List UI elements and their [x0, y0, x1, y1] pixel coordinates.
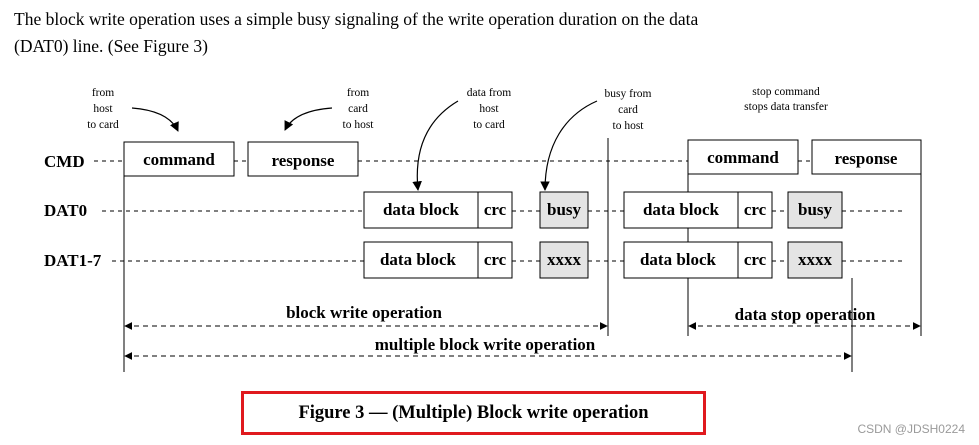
dat1-7-data-block-2: data block [623, 241, 739, 279]
figure-caption: Figure 3 — (Multiple) Block write operat… [298, 402, 649, 423]
intro-line-2: (DAT0) line. (See Figure 3) [14, 36, 208, 56]
svg-text:stop command: stop command [752, 86, 820, 98]
intro-line-1: The block write operation uses a simple … [14, 9, 699, 29]
note-busy-from-card: busy from card to host [605, 88, 652, 132]
svg-text:crc: crc [744, 200, 767, 219]
svg-text:to card: to card [473, 119, 505, 131]
dat0-crc-1: crc [477, 191, 513, 229]
svg-text:busy: busy [547, 200, 582, 219]
label-multiple-block-write-operation: multiple block write operation [375, 335, 596, 354]
label-data-stop-operation: data stop operation [735, 305, 876, 324]
cmd-response-box: response [247, 141, 359, 177]
note-from-host: from host to card [87, 87, 119, 131]
svg-text:crc: crc [484, 250, 507, 269]
intro-paragraph: The block write operation uses a simple … [14, 6, 969, 60]
dat0-busy-1: busy [539, 191, 589, 229]
svg-text:crc: crc [744, 250, 767, 269]
dat0-data-block-2: data block [623, 191, 739, 229]
dat1-7-crc-2: crc [737, 241, 773, 279]
arrow-busy-from-card [540, 100, 598, 191]
arrow-from-host [131, 107, 179, 132]
signal-label-dat0: DAT0 [44, 201, 87, 220]
dat1-7-xxxx-2: xxxx [787, 241, 843, 279]
figure-caption-box: Figure 3 — (Multiple) Block write operat… [241, 391, 706, 435]
svg-text:from: from [92, 87, 114, 99]
cmd-stop-response-box: response [811, 139, 922, 175]
credit-watermark: CSDN @JDSH0224 [857, 422, 965, 436]
svg-text:xxxx: xxxx [798, 250, 833, 269]
dat1-7-xxxx-1: xxxx [539, 241, 589, 279]
svg-text:command: command [143, 150, 215, 169]
svg-text:data block: data block [643, 200, 720, 219]
svg-text:data block: data block [640, 250, 717, 269]
svg-text:host: host [93, 103, 113, 115]
svg-text:to host: to host [613, 120, 645, 132]
svg-text:to host: to host [343, 119, 375, 131]
cmd-stop-command-box: command [687, 139, 799, 175]
svg-text:from: from [347, 87, 369, 99]
dat0-busy-2: busy [787, 191, 843, 229]
svg-text:crc: crc [484, 200, 507, 219]
note-stop-command: stop command stops data transfer [744, 86, 828, 113]
svg-text:stops data transfer: stops data transfer [744, 101, 828, 113]
arrow-from-card [284, 107, 333, 131]
svg-text:xxxx: xxxx [547, 250, 582, 269]
signal-label-dat1-7: DAT1-7 [44, 251, 102, 270]
cmd-command-box: command [123, 141, 235, 177]
svg-text:busy: busy [798, 200, 833, 219]
svg-text:command: command [707, 148, 779, 167]
svg-text:busy from: busy from [605, 88, 652, 100]
note-data-from-host: data from host to card [467, 87, 511, 131]
label-block-write-operation: block write operation [286, 303, 442, 322]
signal-label-cmd: CMD [44, 152, 85, 171]
note-from-card: from card to host [343, 87, 375, 131]
svg-text:host: host [479, 103, 499, 115]
dat0-data-block-1: data block [363, 191, 479, 229]
idle-lines [94, 160, 905, 262]
svg-text:data block: data block [383, 200, 460, 219]
svg-text:data block: data block [380, 250, 457, 269]
svg-text:data from: data from [467, 87, 511, 99]
arrow-data-from-host [412, 100, 459, 191]
svg-text:to card: to card [87, 119, 119, 131]
dat1-7-crc-1: crc [477, 241, 513, 279]
svg-text:card: card [618, 104, 638, 116]
dat0-crc-2: crc [737, 191, 773, 229]
svg-text:card: card [348, 103, 368, 115]
dat1-7-data-block-1: data block [363, 241, 479, 279]
svg-text:response: response [835, 149, 898, 168]
svg-text:response: response [272, 151, 335, 170]
